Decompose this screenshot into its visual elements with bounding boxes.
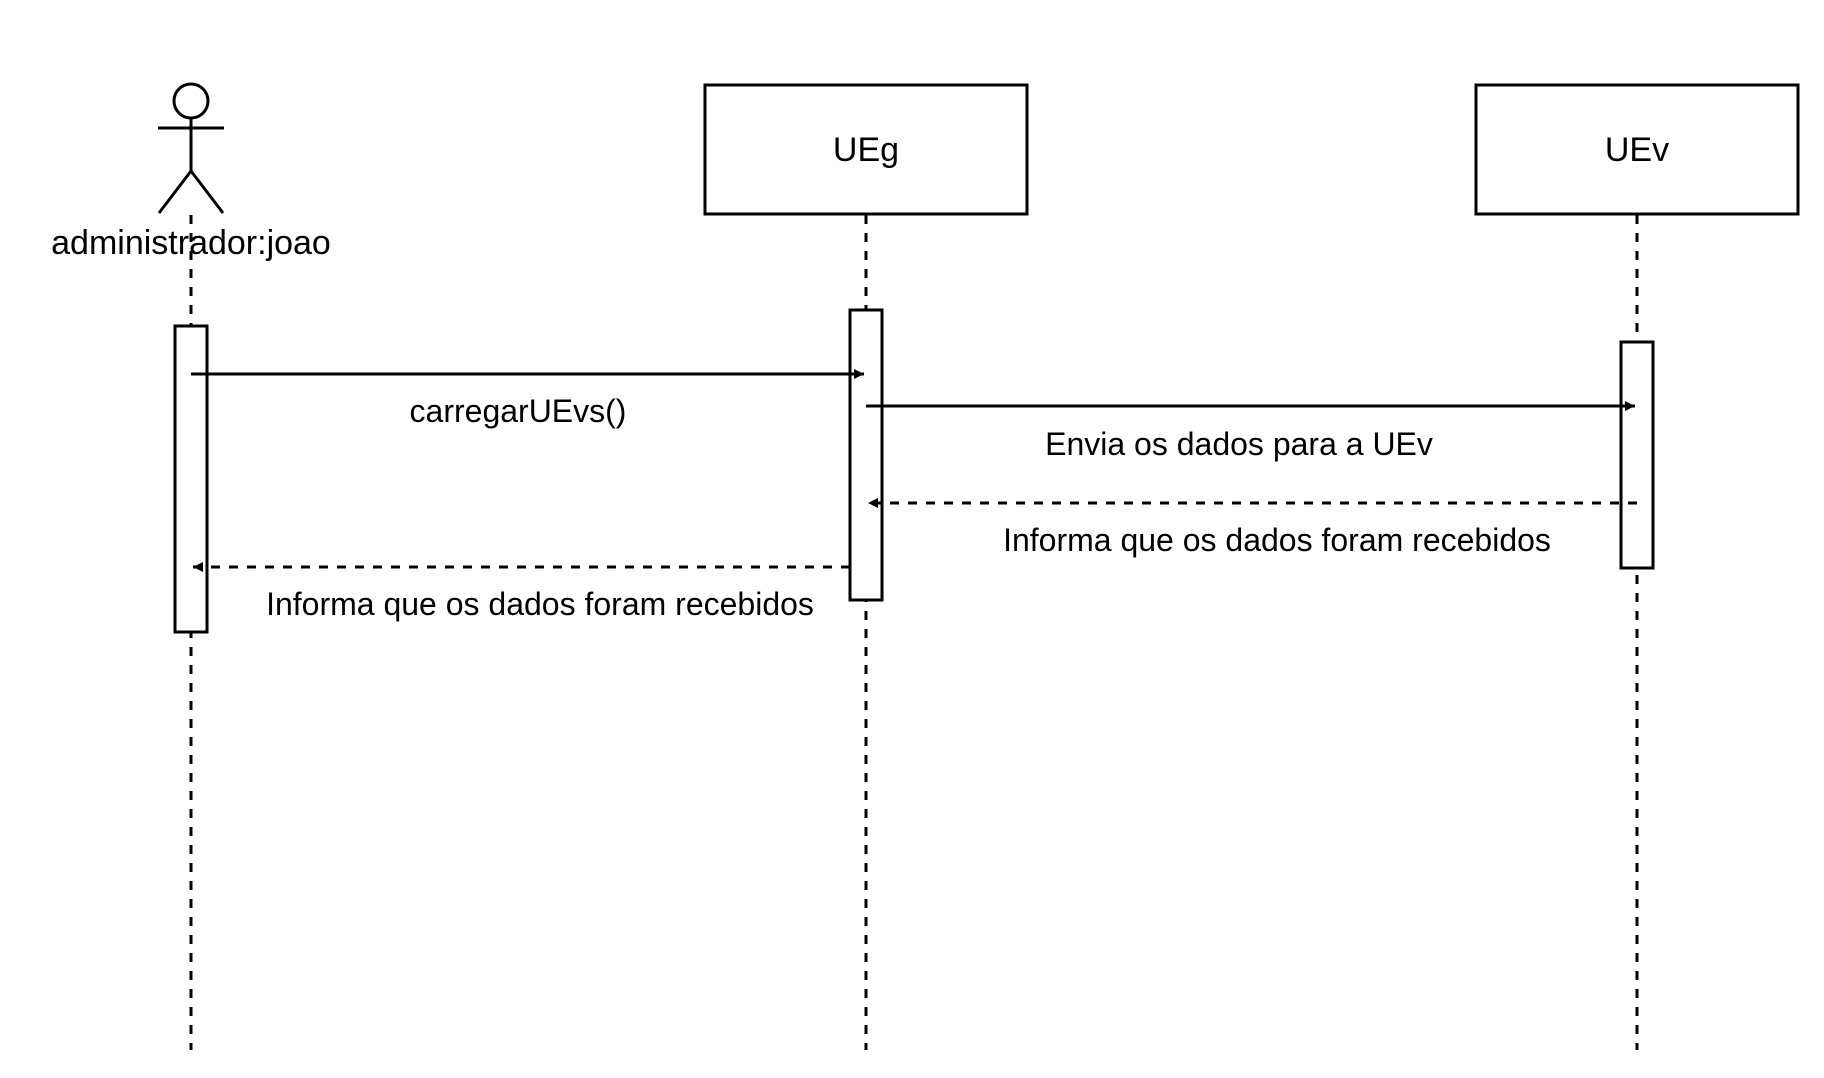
participant-name-uev: UEv: [1605, 131, 1669, 169]
participant-box-uev[interactable]: [1474, 83, 1800, 216]
activation-bar-ueg: [848, 308, 884, 602]
return-label-uev-to-ueg: Informa que os dados foram recebidos: [1003, 522, 1551, 558]
return-label-ueg-to-actor: Informa que os dados foram recebidos: [266, 586, 814, 622]
activation-bar-actor: [173, 324, 209, 634]
actor-figure-icon[interactable]: [157, 82, 225, 214]
message-label-envia: Envia os dados para a UEv: [1045, 426, 1433, 462]
participant-name-ueg: UEg: [833, 131, 899, 169]
activation-bar-uev: [1619, 340, 1655, 570]
message-label-carregar: carregarUEvs(): [410, 393, 627, 429]
actor-name: administrador:joao: [51, 224, 331, 262]
participant-box-ueg[interactable]: [703, 83, 1029, 216]
